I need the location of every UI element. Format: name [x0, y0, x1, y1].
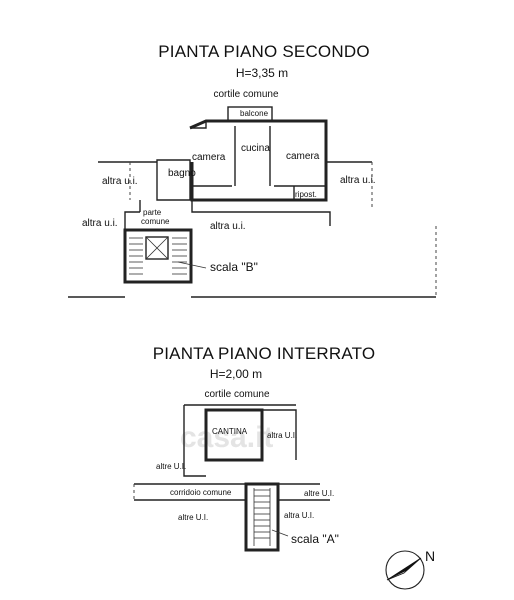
upper-plan-title: PIANTA PIANO SECONDO [158, 42, 370, 61]
upper-storage-label: ripost. [295, 190, 317, 199]
upper-courtyard-label: cortile comune [213, 89, 278, 100]
lower-stairwell [244, 482, 280, 552]
lower-other-unit-top: altra U.I. [267, 431, 297, 440]
north-compass: N [385, 548, 435, 590]
upper-room-right-label: camera [286, 151, 320, 162]
upper-room-left-label: camera [192, 152, 226, 163]
compass-north-label: N [425, 548, 435, 564]
upper-stair-label: scala "B" [210, 260, 258, 274]
upper-plan-height: H=3,35 m [236, 66, 288, 80]
upper-common-part-line2: comune [141, 217, 170, 226]
upper-balcony-label: balcone [240, 109, 269, 118]
lower-other-unit-bottom-left: altre U.I. [178, 513, 208, 522]
upper-other-unit-bottom: altra u.i. [210, 221, 246, 232]
upper-bathroom [156, 159, 191, 201]
lower-stair-label: scala "A" [291, 532, 339, 546]
lower-plan-title: PIANTA PIANO INTERRATO [153, 344, 376, 363]
upper-other-unit-far-left: altra u.i. [82, 218, 118, 229]
lower-cellar [204, 408, 264, 462]
lower-other-unit-left: altre U.I. [156, 462, 186, 471]
upper-corridor-left-wall [124, 200, 141, 282]
lower-left-wall [183, 405, 206, 477]
upper-floor-plan: PIANTA PIANO SECONDO H=3,35 m cortile co… [68, 42, 437, 298]
upper-kitchen-label: cucina [241, 143, 270, 154]
upper-apartment-outline [189, 119, 328, 202]
upper-other-unit-left: altra u.i. [102, 176, 138, 187]
lower-other-unit-bottom-right: altra U.I. [284, 511, 314, 520]
lower-corridor-label: corridoio comune [170, 488, 232, 497]
watermark-logo: casa.it [180, 421, 273, 454]
upper-bathroom-label: bagno [168, 168, 196, 179]
lower-cellar-label: CANTINA [212, 427, 248, 436]
lower-other-unit-right-1: altre U.I. [304, 489, 334, 498]
upper-corridor-right-wall [191, 200, 331, 226]
lower-floor-plan: PIANTA PIANO INTERRATO H=2,00 m cortile … [133, 344, 376, 552]
lower-plan-height: H=2,00 m [210, 367, 262, 381]
upper-common-part-line1: parte [143, 208, 162, 217]
upper-stair-leader [177, 261, 207, 269]
lower-stair-leader [271, 529, 289, 537]
lower-courtyard-label: cortile comune [204, 389, 269, 400]
upper-corner-wall [190, 121, 207, 129]
upper-other-unit-right: altra u.i. [340, 175, 376, 186]
upper-stairwell [123, 228, 193, 284]
lower-top-right-unit [262, 409, 297, 460]
